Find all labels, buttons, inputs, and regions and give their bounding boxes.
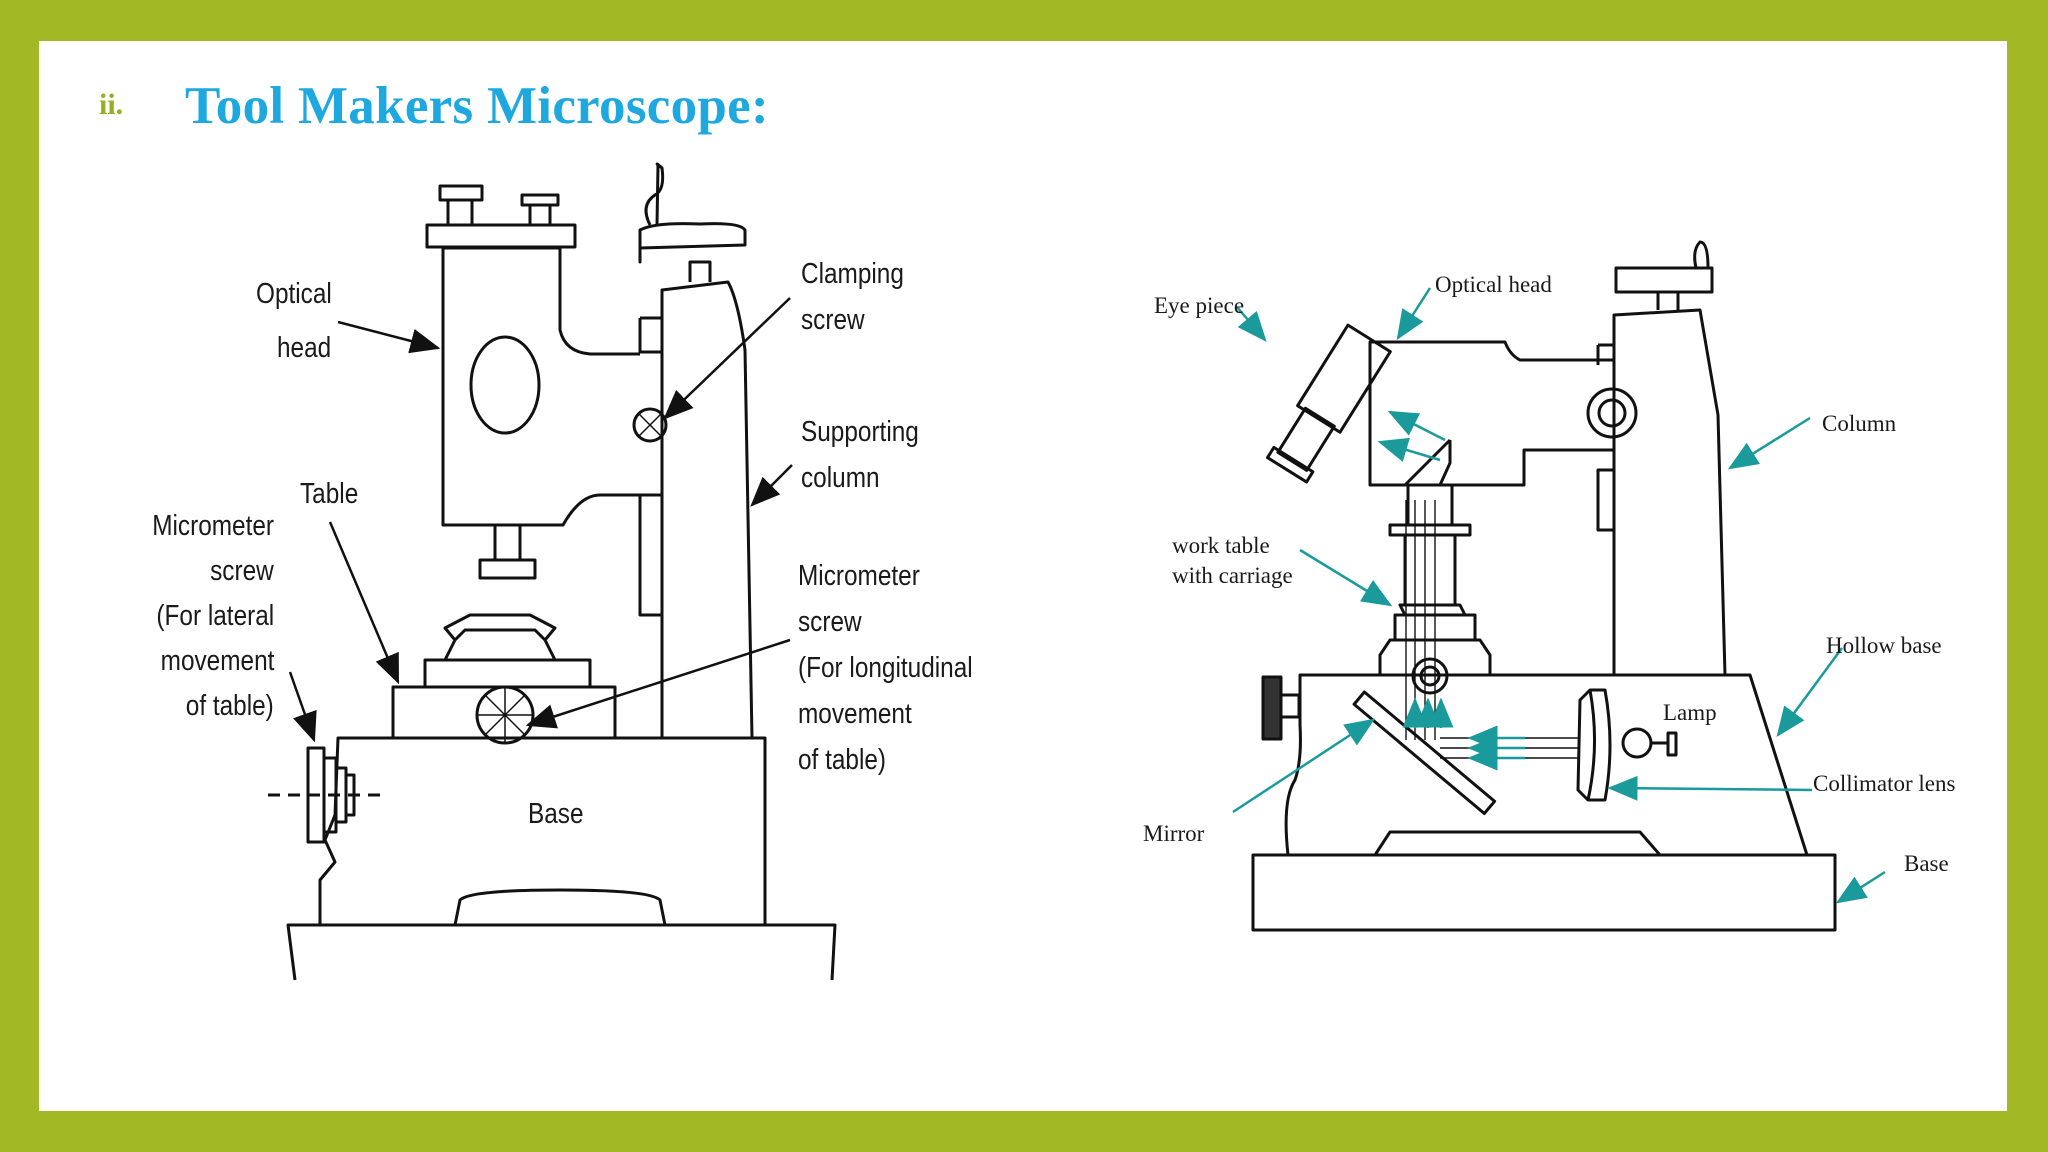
left-label-longitudinal-2: screw xyxy=(798,606,862,638)
left-label-base: Base xyxy=(528,798,584,830)
left-optical-head xyxy=(441,246,662,527)
left-label-supporting-1: Supporting xyxy=(801,416,919,448)
right-lamp xyxy=(1621,727,1653,759)
left-label-optical-head-2: head xyxy=(277,332,332,364)
right-label-hollow-base: Hollow base xyxy=(1826,633,1942,658)
right-optical-head xyxy=(1368,340,1616,487)
right-mirror xyxy=(1352,690,1497,816)
left-clamping-knob xyxy=(632,407,668,443)
left-column xyxy=(660,280,754,739)
right-work-table xyxy=(1378,638,1492,675)
left-label-clamping-1: Clamping xyxy=(801,258,904,290)
left-label-longitudinal-4: movement xyxy=(798,698,912,730)
section-number: ii. xyxy=(99,88,124,121)
right-label-collimator-lens: Collimator lens xyxy=(1813,771,1956,796)
left-label-lateral-4: movement xyxy=(160,645,274,677)
left-lateral-micrometer xyxy=(268,746,380,844)
right-label-lamp: Lamp xyxy=(1663,700,1717,725)
left-label-lateral-1: Micrometer xyxy=(152,510,274,542)
left-label-longitudinal-1: Micrometer xyxy=(798,560,920,592)
left-label-lateral-2: screw xyxy=(210,555,274,587)
right-label-base: Base xyxy=(1904,851,1949,876)
page-title: Tool Makers Microscope: xyxy=(185,77,769,135)
left-label-optical-head-1: Optical xyxy=(256,278,332,310)
left-label-clamping-2: screw xyxy=(801,304,865,336)
right-label-eye-piece: Eye piece xyxy=(1154,293,1245,318)
left-label-lateral-5: of table) xyxy=(185,690,274,722)
left-label-lateral-3: (For lateral xyxy=(156,600,274,632)
right-label-optical-head: Optical head xyxy=(1435,272,1552,297)
left-label-supporting-2: column xyxy=(801,462,880,494)
right-column xyxy=(1612,308,1727,676)
right-label-work-table-2: with carriage xyxy=(1172,563,1293,588)
left-pedestal xyxy=(286,923,837,981)
right-label-mirror: Mirror xyxy=(1143,821,1205,846)
right-label-work-table-1: work table xyxy=(1172,533,1270,558)
right-base xyxy=(1251,853,1837,932)
left-label-longitudinal-5: of table) xyxy=(798,744,887,776)
left-label-table: Table xyxy=(300,478,359,510)
right-label-column: Column xyxy=(1822,411,1897,436)
left-label-longitudinal-3: (For longitudinal xyxy=(798,652,973,684)
right-hollow-base xyxy=(1284,673,1809,856)
left-base xyxy=(318,736,767,925)
slide-panel xyxy=(39,41,2007,1111)
